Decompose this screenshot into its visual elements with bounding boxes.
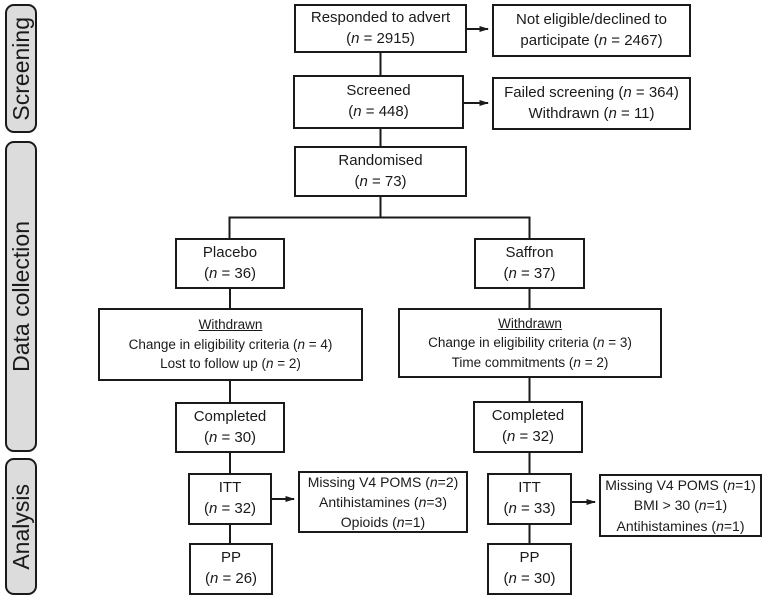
box-line: ITT	[518, 479, 541, 497]
side-label-text: Screening	[7, 16, 34, 121]
box-pp-placebo: PP (n = 26)	[189, 543, 273, 595]
box-saffron: Saffron (n = 37)	[474, 238, 585, 289]
box-withdrawn-placebo: Withdrawn Change in eligibility criteria…	[98, 308, 363, 381]
box-randomised: Randomised (n = 73)	[294, 146, 467, 197]
box-line: Change in eligibility criteria (n = 3)	[428, 335, 632, 351]
box-completed-saffron: Completed (n = 32)	[473, 401, 583, 453]
box-itt-exclusions-saffron: Missing V4 POMS (n=1) BMI > 30 (n=1) Ant…	[599, 474, 762, 537]
box-line: (n = 37)	[503, 264, 556, 282]
box-line: (n = 30)	[503, 570, 556, 587]
box-line: (n = 32)	[501, 428, 555, 445]
box-line: (n = 26)	[204, 570, 258, 587]
box-line: PP	[519, 549, 540, 567]
box-line: Not eligible/declined to	[516, 10, 667, 28]
box-line: Time commitments (n = 2)	[451, 354, 609, 370]
box-not-eligible: Not eligible/declined to participate (n …	[492, 4, 691, 57]
box-screened: Screened (n = 448)	[293, 75, 464, 129]
box-itt-exclusions-placebo: Missing V4 POMS (n=2) Antihistamines (n=…	[298, 471, 468, 533]
box-line: PP	[220, 549, 241, 567]
box-itt-placebo: ITT (n = 32)	[188, 473, 272, 525]
side-label-text: Data collection	[7, 221, 34, 372]
box-pp-saffron: PP (n = 30)	[487, 543, 572, 595]
box-line: Completed	[193, 407, 267, 425]
box-completed-placebo: Completed (n = 30)	[175, 402, 285, 453]
box-line: Change in eligibility criteria (n = 4)	[128, 336, 333, 352]
box-line: (n = 448)	[348, 103, 409, 120]
box-failed-screening: Failed screening (n = 364) Withdrawn (n …	[492, 77, 691, 130]
box-line: Screened	[346, 82, 411, 100]
side-label-text: Analysis	[7, 483, 34, 570]
box-line: (n = 73)	[354, 172, 407, 190]
box-line: Missing V4 POMS (n=2)	[307, 473, 459, 490]
box-line: Placebo	[202, 243, 258, 261]
box-line: BMI > 30 (n=1)	[633, 497, 728, 514]
box-line: Antihistamines (n=1)	[616, 517, 745, 534]
box-line: Withdrawn (n = 11)	[528, 104, 655, 122]
withdrawn-heading: Withdrawn	[198, 317, 263, 333]
box-line: participate (n = 2467)	[520, 31, 663, 49]
box-line: (n = 32)	[203, 500, 257, 517]
side-label-data-collection: Data collection	[5, 141, 37, 452]
box-itt-saffron: ITT (n = 33)	[487, 473, 572, 525]
box-line: Failed screening (n = 364)	[504, 83, 679, 101]
box-line: Randomised	[338, 151, 423, 169]
box-withdrawn-saffron: Withdrawn Change in eligibility criteria…	[398, 308, 662, 378]
box-line: Lost to follow up (n = 2)	[160, 356, 301, 372]
box-line: Responded to advert	[310, 8, 451, 26]
box-line: (n = 2915)	[346, 29, 415, 47]
withdrawn-heading: Withdrawn	[498, 315, 562, 331]
box-line: ITT	[218, 479, 242, 497]
box-line: (n = 36)	[203, 264, 257, 282]
side-label-screening: Screening	[5, 4, 37, 133]
box-line: (n = 30)	[203, 428, 257, 446]
box-line: Missing V4 POMS (n=1)	[605, 477, 756, 494]
side-label-analysis: Analysis	[5, 458, 37, 595]
box-line: (n = 33)	[503, 500, 556, 517]
box-line: Antihistamines (n=3)	[318, 493, 447, 510]
box-line: Opioids (n=1)	[340, 514, 426, 531]
box-line: Saffron	[505, 243, 554, 261]
box-placebo: Placebo (n = 36)	[175, 238, 285, 289]
box-responded-to-advert: Responded to advert (n = 2915)	[294, 4, 467, 53]
box-line: Completed	[491, 407, 565, 425]
